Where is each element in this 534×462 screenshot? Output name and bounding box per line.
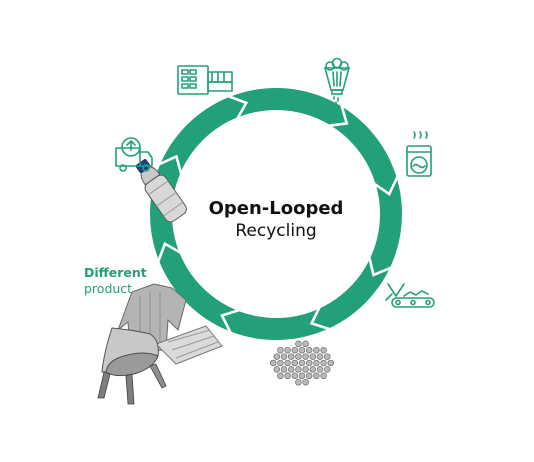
pellet-12 [287,353,295,360]
pellet-6 [298,346,306,354]
ring-arrow-7 [158,154,183,175]
pellet-3 [277,346,284,354]
side-label-line2: product [84,281,132,296]
pellet-10 [273,353,281,360]
pellet-20 [284,359,291,367]
control-panel-machine-icon [177,65,233,95]
pellet-41 [320,372,327,380]
ring-arrow-3 [368,257,392,277]
pellet-4 [284,346,291,354]
diagram-title-line1: Open-Looped [209,198,344,219]
pellet-43 [302,378,309,386]
pellet-15 [309,353,317,360]
pellet-5 [291,346,299,354]
pellet-36 [284,372,291,380]
ring-band [150,88,402,340]
pellet-17 [323,353,331,360]
pellet-18 [269,359,277,367]
pellet-38 [298,372,306,380]
pellet-28 [280,366,288,373]
ring-arrow-8 [227,95,249,120]
ring-arrow-5 [220,308,240,334]
pellet-14 [302,353,309,360]
diagram-title-line2: Recycling [235,221,316,241]
pellet-42 [295,378,302,386]
pellet-30 [295,366,302,373]
pellet-19 [277,359,284,367]
pellet-26 [327,359,335,367]
ring-arrows [157,95,399,334]
pellet-8 [313,346,320,354]
pellet-9 [320,346,327,354]
pellet-35 [277,372,284,380]
plastic-pellets-icon [269,340,335,386]
pellet-27 [273,366,281,373]
pellet-11 [280,353,288,360]
pellet-1 [295,340,302,348]
pellet-13 [295,353,302,360]
ring-arrow-1 [328,104,349,128]
pellet-7 [305,346,313,354]
pellet-33 [316,366,324,373]
recycling-truck-icon [115,137,153,172]
pellet-37 [291,372,299,380]
pellet-23 [305,359,313,367]
ring-arrow-2 [373,176,399,196]
conveyor-sorting-icon [385,283,435,308]
pellet-2 [302,340,309,348]
ring-arrow-4 [309,306,331,331]
side-label-line1: Different [84,265,147,280]
cycle-ring [150,88,402,340]
pellet-16 [316,353,324,360]
pellet-24 [313,359,320,367]
pellet-25 [320,359,327,367]
ring-arrow-6 [157,241,182,263]
pellet-21 [291,359,299,367]
pellet-32 [309,366,317,373]
chair-and-sweater-icon [97,283,223,405]
pellet-29 [287,366,295,373]
pellet-31 [302,366,309,373]
pellet-34 [323,366,331,373]
shredder-icon [323,57,351,105]
pellet-22 [298,359,306,367]
pellet-39 [305,372,313,380]
pellet-40 [313,372,320,380]
washing-machine-icon [406,131,432,177]
